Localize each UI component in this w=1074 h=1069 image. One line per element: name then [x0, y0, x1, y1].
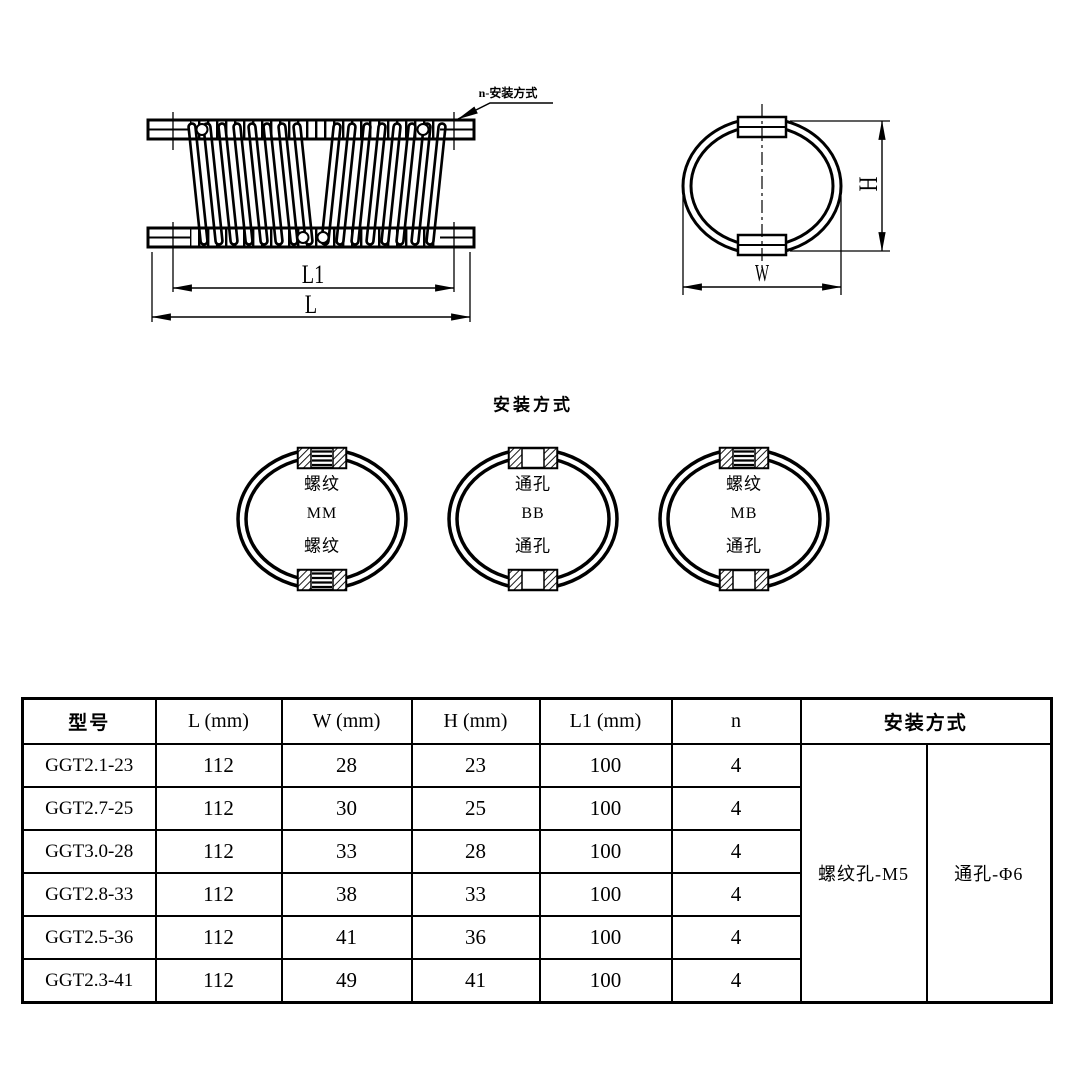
dim-label-w: W — [754, 261, 770, 287]
cell-n: 4 — [670, 915, 802, 960]
mb-code-label: MB — [730, 505, 758, 522]
cell-model: GGT3.0-28 — [21, 829, 157, 874]
mb-top-label: 螺纹 — [726, 474, 762, 494]
cell-h: 23 — [410, 743, 541, 788]
header-h: H (mm) — [410, 697, 541, 745]
mm-bottom-label: 螺纹 — [304, 536, 340, 556]
mounting-option-mm-drawing — [236, 446, 408, 592]
bb-bottom-label: 通孔 — [515, 536, 551, 556]
end-view-drawing — [681, 104, 890, 295]
dim-label-l: L — [304, 290, 318, 319]
table-row: GGT2.8-33 112 38 33 100 4 — [21, 872, 1052, 917]
cell-l: 112 — [154, 829, 283, 874]
cell-l: 112 — [154, 743, 283, 788]
leader-label: n-安装方式 — [478, 86, 538, 100]
cell-l1: 100 — [538, 786, 673, 831]
header-n: n — [670, 697, 802, 745]
cell-l1: 100 — [538, 958, 673, 1004]
mounting-section-title: 安装方式 — [493, 395, 573, 415]
cell-model: GGT2.3-41 — [21, 958, 157, 1004]
cell-w: 41 — [280, 915, 413, 960]
bb-code-label: BB — [521, 505, 545, 522]
header-w: W (mm) — [280, 697, 413, 745]
cell-n: 4 — [670, 829, 802, 874]
cell-n: 4 — [670, 958, 802, 1004]
cell-w: 30 — [280, 786, 413, 831]
leader-line — [457, 102, 553, 120]
table-row: GGT2.3-41 112 49 41 100 4 — [21, 958, 1052, 1004]
cell-l1: 100 — [538, 829, 673, 874]
cell-w: 33 — [280, 829, 413, 874]
cell-mounting-thread: 螺纹孔-M5 — [799, 743, 928, 1004]
cell-w: 38 — [280, 872, 413, 917]
cell-h: 36 — [410, 915, 541, 960]
dim-label-l1: L1 — [301, 260, 325, 289]
table-row: GGT2.7-25 112 30 25 100 4 — [21, 786, 1052, 831]
cell-h: 33 — [410, 872, 541, 917]
header-l: L (mm) — [154, 697, 283, 745]
cell-n: 4 — [670, 872, 802, 917]
header-l1: L1 (mm) — [538, 697, 673, 745]
table-header-row: 型号 L (mm) W (mm) H (mm) L1 (mm) n 安装方式 — [21, 697, 1053, 745]
mounting-option-mb-drawing — [658, 446, 830, 592]
cell-n: 4 — [670, 743, 802, 788]
spec-table: 型号 L (mm) W (mm) H (mm) L1 (mm) n 安装方式 G… — [21, 697, 1053, 1004]
mm-code-label: MM — [306, 505, 338, 522]
cell-w: 28 — [280, 743, 413, 788]
mm-top-label: 螺纹 — [304, 474, 340, 494]
cell-model: GGT2.8-33 — [21, 872, 157, 917]
cell-l1: 100 — [538, 915, 673, 960]
table-row: GGT2.5-36 112 41 36 100 4 — [21, 915, 1052, 960]
table-row: GGT2.1-23 112 28 23 100 4 螺纹孔-M5 通孔-Φ6 — [21, 743, 1053, 1004]
mounting-option-bb-drawing — [447, 446, 619, 592]
cell-l: 112 — [154, 958, 283, 1004]
cell-l: 112 — [154, 872, 283, 917]
cell-mounting-hole: 通孔-Φ6 — [925, 743, 1053, 1004]
cell-l1: 100 — [538, 872, 673, 917]
table-row: GGT3.0-28 112 33 28 100 4 — [21, 829, 1052, 874]
header-model: 型号 — [21, 697, 157, 745]
cell-w: 49 — [280, 958, 413, 1004]
cell-model: GGT2.7-25 — [21, 786, 157, 831]
bb-top-label: 通孔 — [515, 474, 551, 494]
cell-h: 28 — [410, 829, 541, 874]
cell-l1: 100 — [538, 743, 673, 788]
mb-bottom-label: 通孔 — [726, 536, 762, 556]
header-mounting: 安装方式 — [799, 697, 1053, 745]
dim-label-h: H — [854, 176, 883, 192]
side-view-drawing — [146, 102, 553, 322]
cell-h: 25 — [410, 786, 541, 831]
cell-n: 4 — [670, 786, 802, 831]
cell-l: 112 — [154, 915, 283, 960]
cell-h: 41 — [410, 958, 541, 1004]
cell-model: GGT2.1-23 — [21, 743, 157, 788]
cell-l: 112 — [154, 786, 283, 831]
cell-model: GGT2.5-36 — [21, 915, 157, 960]
